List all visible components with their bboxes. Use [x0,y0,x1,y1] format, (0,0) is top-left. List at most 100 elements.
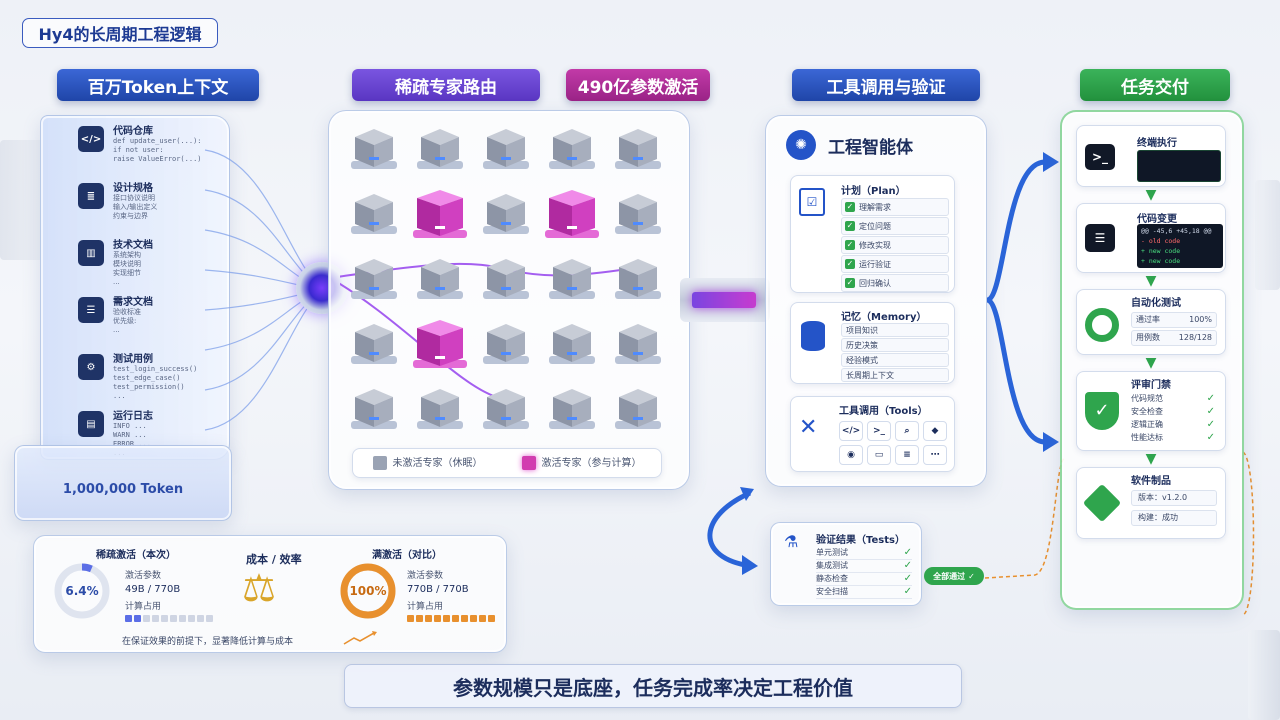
terminal-icon[interactable]: >_ [867,421,891,441]
inactive-cube-icon [372,456,387,470]
checklist-icon: ☰ [78,297,104,323]
context-doc-text: 设计规格接口协议说明输入/输出定义约束与边界 [113,179,157,229]
context-doc-title: 代码仓库 [113,126,153,137]
expert-cube-inactive [615,389,661,429]
context-doc-line: 接口协议说明 [113,194,155,202]
delivery-card: ✓评审门禁代码规范✓安全检查✓逻辑正确✓性能达标✓ [1076,371,1226,451]
feedback-dashed-line [985,451,1255,616]
expert-cube-inactive [615,129,661,169]
plan-title: 计划（Plan） [841,186,906,197]
compute-segment [434,615,441,622]
compute-segment [188,615,195,622]
token-counter-base [14,445,232,521]
list-icon: ☰ [1085,224,1115,252]
compute-segment [461,615,468,622]
full-compute-label: 计算占用 [407,602,444,612]
wrench-icon: ✕ [799,415,818,440]
compute-segment [425,615,432,622]
expert-cube-inactive [417,259,463,299]
autotest-label: 通过率 [1136,315,1160,324]
file-icon[interactable]: ▭ [867,445,891,465]
sparse-compute-bar [125,615,213,622]
review-item: 安全检查✓ [1131,405,1215,418]
sparse-title: 稀疏激活（本次） [96,550,176,561]
tests-list: 单元测试✓集成测试✓静态检查✓安全扫描✓ [816,547,912,599]
autotest-value: 128/128 [1178,333,1212,342]
context-doc-line: 实现细节 [113,269,141,277]
context-doc-title: 设计规格 [113,183,153,194]
compute-segment [479,615,486,622]
full-params: 770B / 770B [407,584,469,595]
expert-cube-inactive [351,324,397,364]
context-doc-line: ... [113,326,120,334]
terminal-title: 终端执行 [1137,138,1177,149]
context-doc-item: ▥技术文档系统架构模块说明实现细节... [78,236,218,286]
down-arrow-icon: ▼ [1145,187,1157,203]
memory-list: 项目知识历史决策经验模式长周期上下文 [841,323,949,383]
compute-segment [143,615,150,622]
compute-segment [407,615,414,622]
compute-segment [179,615,186,622]
compute-segment [443,615,450,622]
expert-cube-inactive [483,259,529,299]
all-passed-label: 全部通过 [933,571,966,581]
plan-item-label: 理解需求 [859,202,891,212]
comparison-footnote: 在保证效果的前提下，显著降低计算与成本 [122,637,294,647]
shield-check-icon: ✓ [1085,392,1119,430]
database-icon[interactable]: ◉ [839,445,863,465]
plan-item-label: 修改实现 [859,240,891,250]
context-doc-line: INFO ... [113,422,147,430]
trend-up-icon [343,631,377,645]
context-doc-line: 验收标准 [113,308,141,316]
header-delivery: 任务交付 [1080,69,1230,101]
plan-item: ✓定位问题 [841,217,949,235]
context-doc-line: test_login_success() [113,365,198,373]
check-icon: ✓ [845,202,855,212]
git-icon[interactable]: ◆ [923,421,947,441]
delivery-card: ☰代码变更@@ -45,6 +45,18 @@- old code+ new c… [1076,203,1226,273]
memory-item: 长周期上下文 [841,368,949,382]
search-icon[interactable]: ⌕ [895,421,919,441]
plan-icon: ☑ [799,188,825,216]
context-doc-line: ... [113,278,120,286]
expert-cube-inactive [549,389,595,429]
down-arrow-icon: ▼ [1145,273,1157,289]
expert-cube-inactive [615,259,661,299]
review-item: 逻辑正确✓ [1131,418,1215,431]
active-cube-icon [521,456,536,470]
artifact-value: v1.2.0 [1162,493,1188,502]
code-icon: </> [78,126,104,152]
check-icon: ✓ [845,221,855,231]
all-passed-badge: 全部通过✓ [924,567,984,585]
more-icon[interactable]: ⋯ [923,445,947,465]
autotest-value: 100% [1189,315,1212,324]
expert-cube-inactive [417,389,463,429]
expert-cube-inactive [351,389,397,429]
delivery-stack: >_终端执行▼☰代码变更@@ -45,6 +45,18 @@- old code… [1076,125,1226,539]
agent-header: ✺ 工程智能体 [786,130,913,160]
doc-icon[interactable]: ≡ [895,445,919,465]
expert-cube-inactive [615,324,661,364]
context-doc-title: 需求文档 [113,297,153,308]
review-item-label: 逻辑正确 [1131,420,1163,429]
context-doc-line: 优先级: [113,317,137,325]
connector-glow [692,292,756,308]
plan-item: ✓ 理解需求 [841,198,949,216]
test-item: 单元测试✓ [816,547,912,560]
context-doc-title: 测试用例 [113,354,153,365]
header-tools: 工具调用与验证 [792,69,980,101]
context-doc-line: if not user: [113,146,164,154]
background-server-right [1255,180,1280,290]
tools-card: ✕ 工具调用（Tools） </>>_⌕◆◉▭≡⋯ [790,396,955,472]
context-doc-item: ≣设计规格接口协议说明输入/输出定义约束与边界 [78,179,218,229]
expert-cube-inactive [351,259,397,299]
agent-delivery-arrows [985,152,1059,452]
compute-segment [170,615,177,622]
compute-segment [206,615,213,622]
expert-legend: 未激活专家（休眠） 激活专家（参与计算） [352,448,662,478]
background-server-bottom-right [1248,630,1280,720]
test-item-label: 单元测试 [816,548,848,557]
code-icon[interactable]: </> [839,421,863,441]
artifact-row: 版本：v1.2.0 [1131,490,1217,506]
